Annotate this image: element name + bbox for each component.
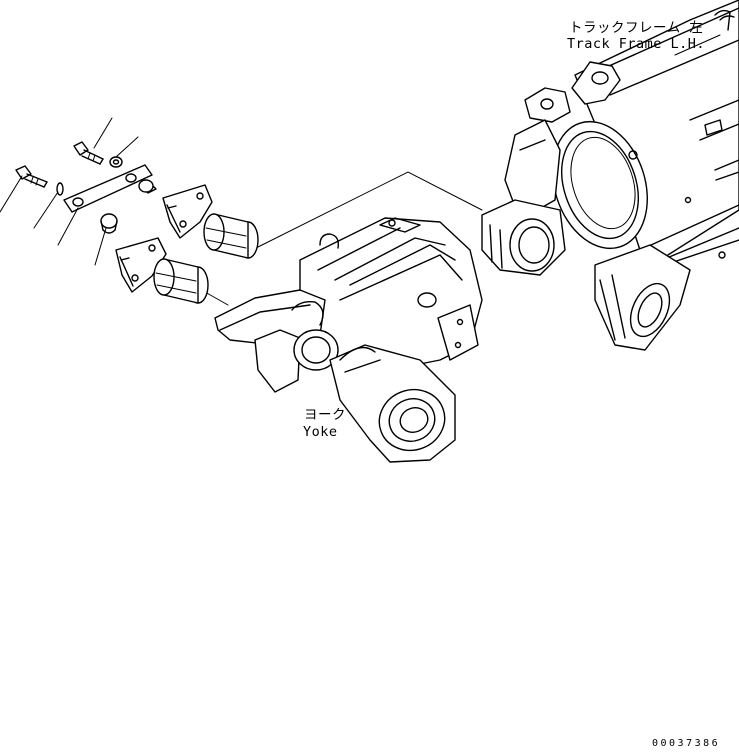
spacer-lower [100, 213, 118, 234]
plate [63, 164, 153, 213]
drawing-number: 00037386 [652, 738, 721, 749]
callout-leaders [0, 117, 139, 266]
bolt-left [15, 165, 48, 188]
spacer-upper [138, 179, 157, 194]
cushion-upper [203, 213, 259, 259]
washer-left [56, 182, 64, 196]
track-frame-label-en: Track Frame L.H. [567, 36, 706, 52]
bolt-upper [73, 141, 104, 165]
leader-cushion-to-yoke [204, 291, 229, 306]
bracket-lower [115, 237, 167, 293]
washer-upper [109, 156, 123, 168]
yoke [214, 217, 483, 463]
leader-track-frame [674, 34, 721, 56]
cushion-lower [153, 258, 209, 304]
bracket-upper [162, 184, 213, 239]
yoke-label-en: Yoke [303, 424, 338, 440]
leader-cushion-to-frame [255, 171, 483, 249]
track-frame-label-jp: トラックフレーム 左 [569, 20, 704, 36]
yoke-label-jp: ヨーク [304, 407, 346, 423]
track-frame-lh [481, 0, 739, 351]
